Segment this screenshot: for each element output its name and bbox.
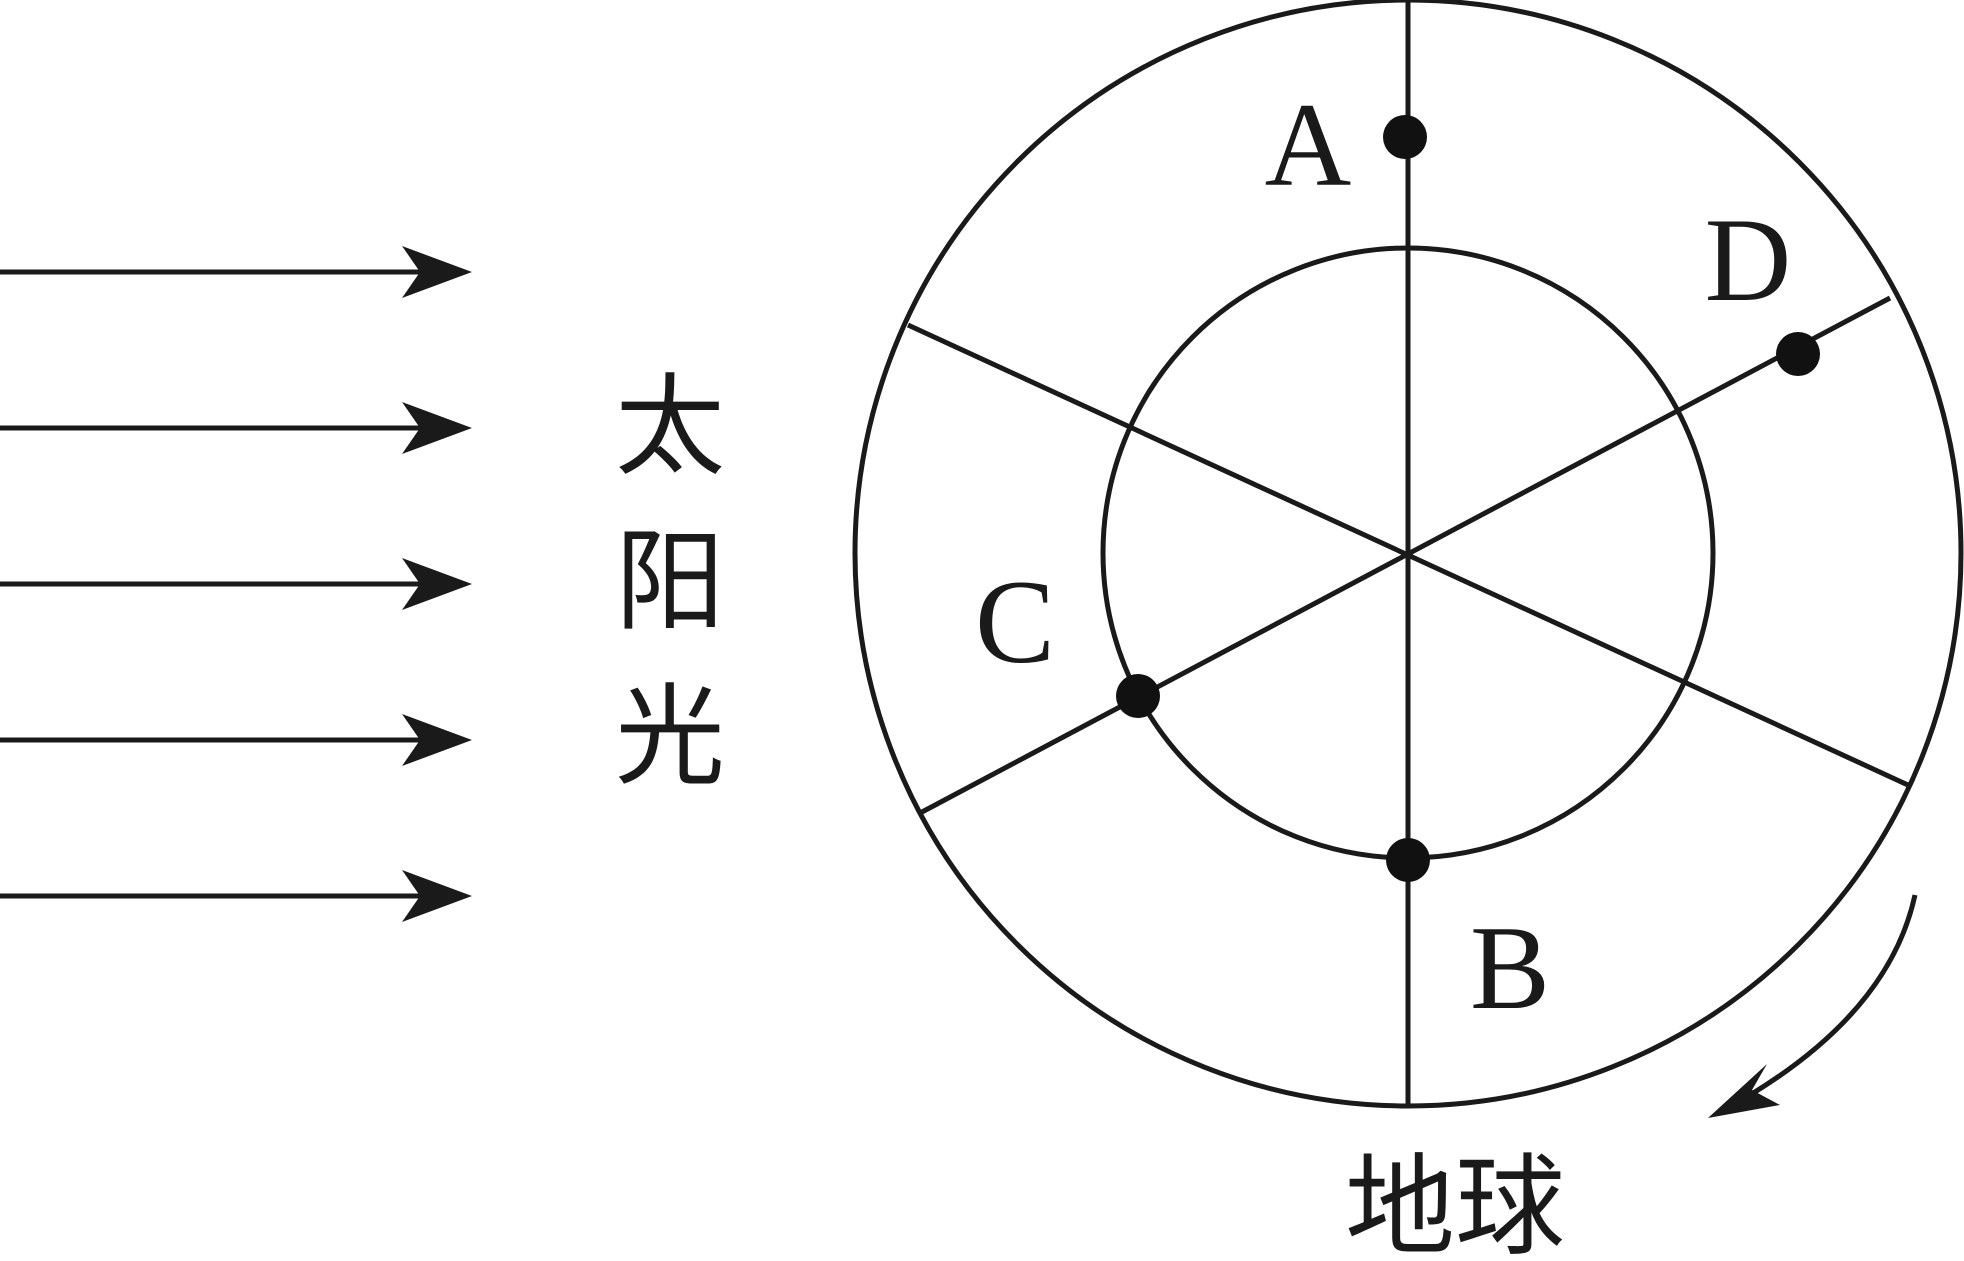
point-b-label: B bbox=[1470, 901, 1550, 1034]
rotation-arrow bbox=[1708, 894, 1918, 1118]
point-c-dot bbox=[1116, 674, 1160, 718]
rotation-arrow-head bbox=[1708, 1064, 1780, 1118]
sunlight-label-char-3: 光 bbox=[615, 673, 725, 801]
point-b-dot bbox=[1386, 838, 1430, 882]
sunlight-label-char-2: 阳 bbox=[615, 518, 725, 646]
sunlight-label-char-1: 太 bbox=[615, 363, 725, 491]
point-a-label: A bbox=[1265, 78, 1352, 211]
point-a-dot bbox=[1383, 115, 1427, 159]
sunlight-label: 太 阳 光 bbox=[615, 363, 725, 801]
sunlight-ray-1 bbox=[0, 246, 472, 298]
earth-label: 地球 bbox=[1345, 1143, 1565, 1261]
sunlight-ray-4 bbox=[0, 714, 472, 766]
earth-line-upper-right-to-lower-left bbox=[920, 295, 1892, 815]
point-d-dot bbox=[1776, 332, 1820, 376]
sunlight-rays bbox=[0, 246, 472, 922]
sunlight-ray-2 bbox=[0, 402, 472, 454]
rotation-arrow-curve bbox=[1748, 894, 1918, 1098]
sunlight-ray-3 bbox=[0, 558, 472, 610]
point-d-label: D bbox=[1705, 193, 1792, 326]
sunlight-ray-5 bbox=[0, 870, 472, 922]
point-c-label: C bbox=[975, 555, 1055, 688]
